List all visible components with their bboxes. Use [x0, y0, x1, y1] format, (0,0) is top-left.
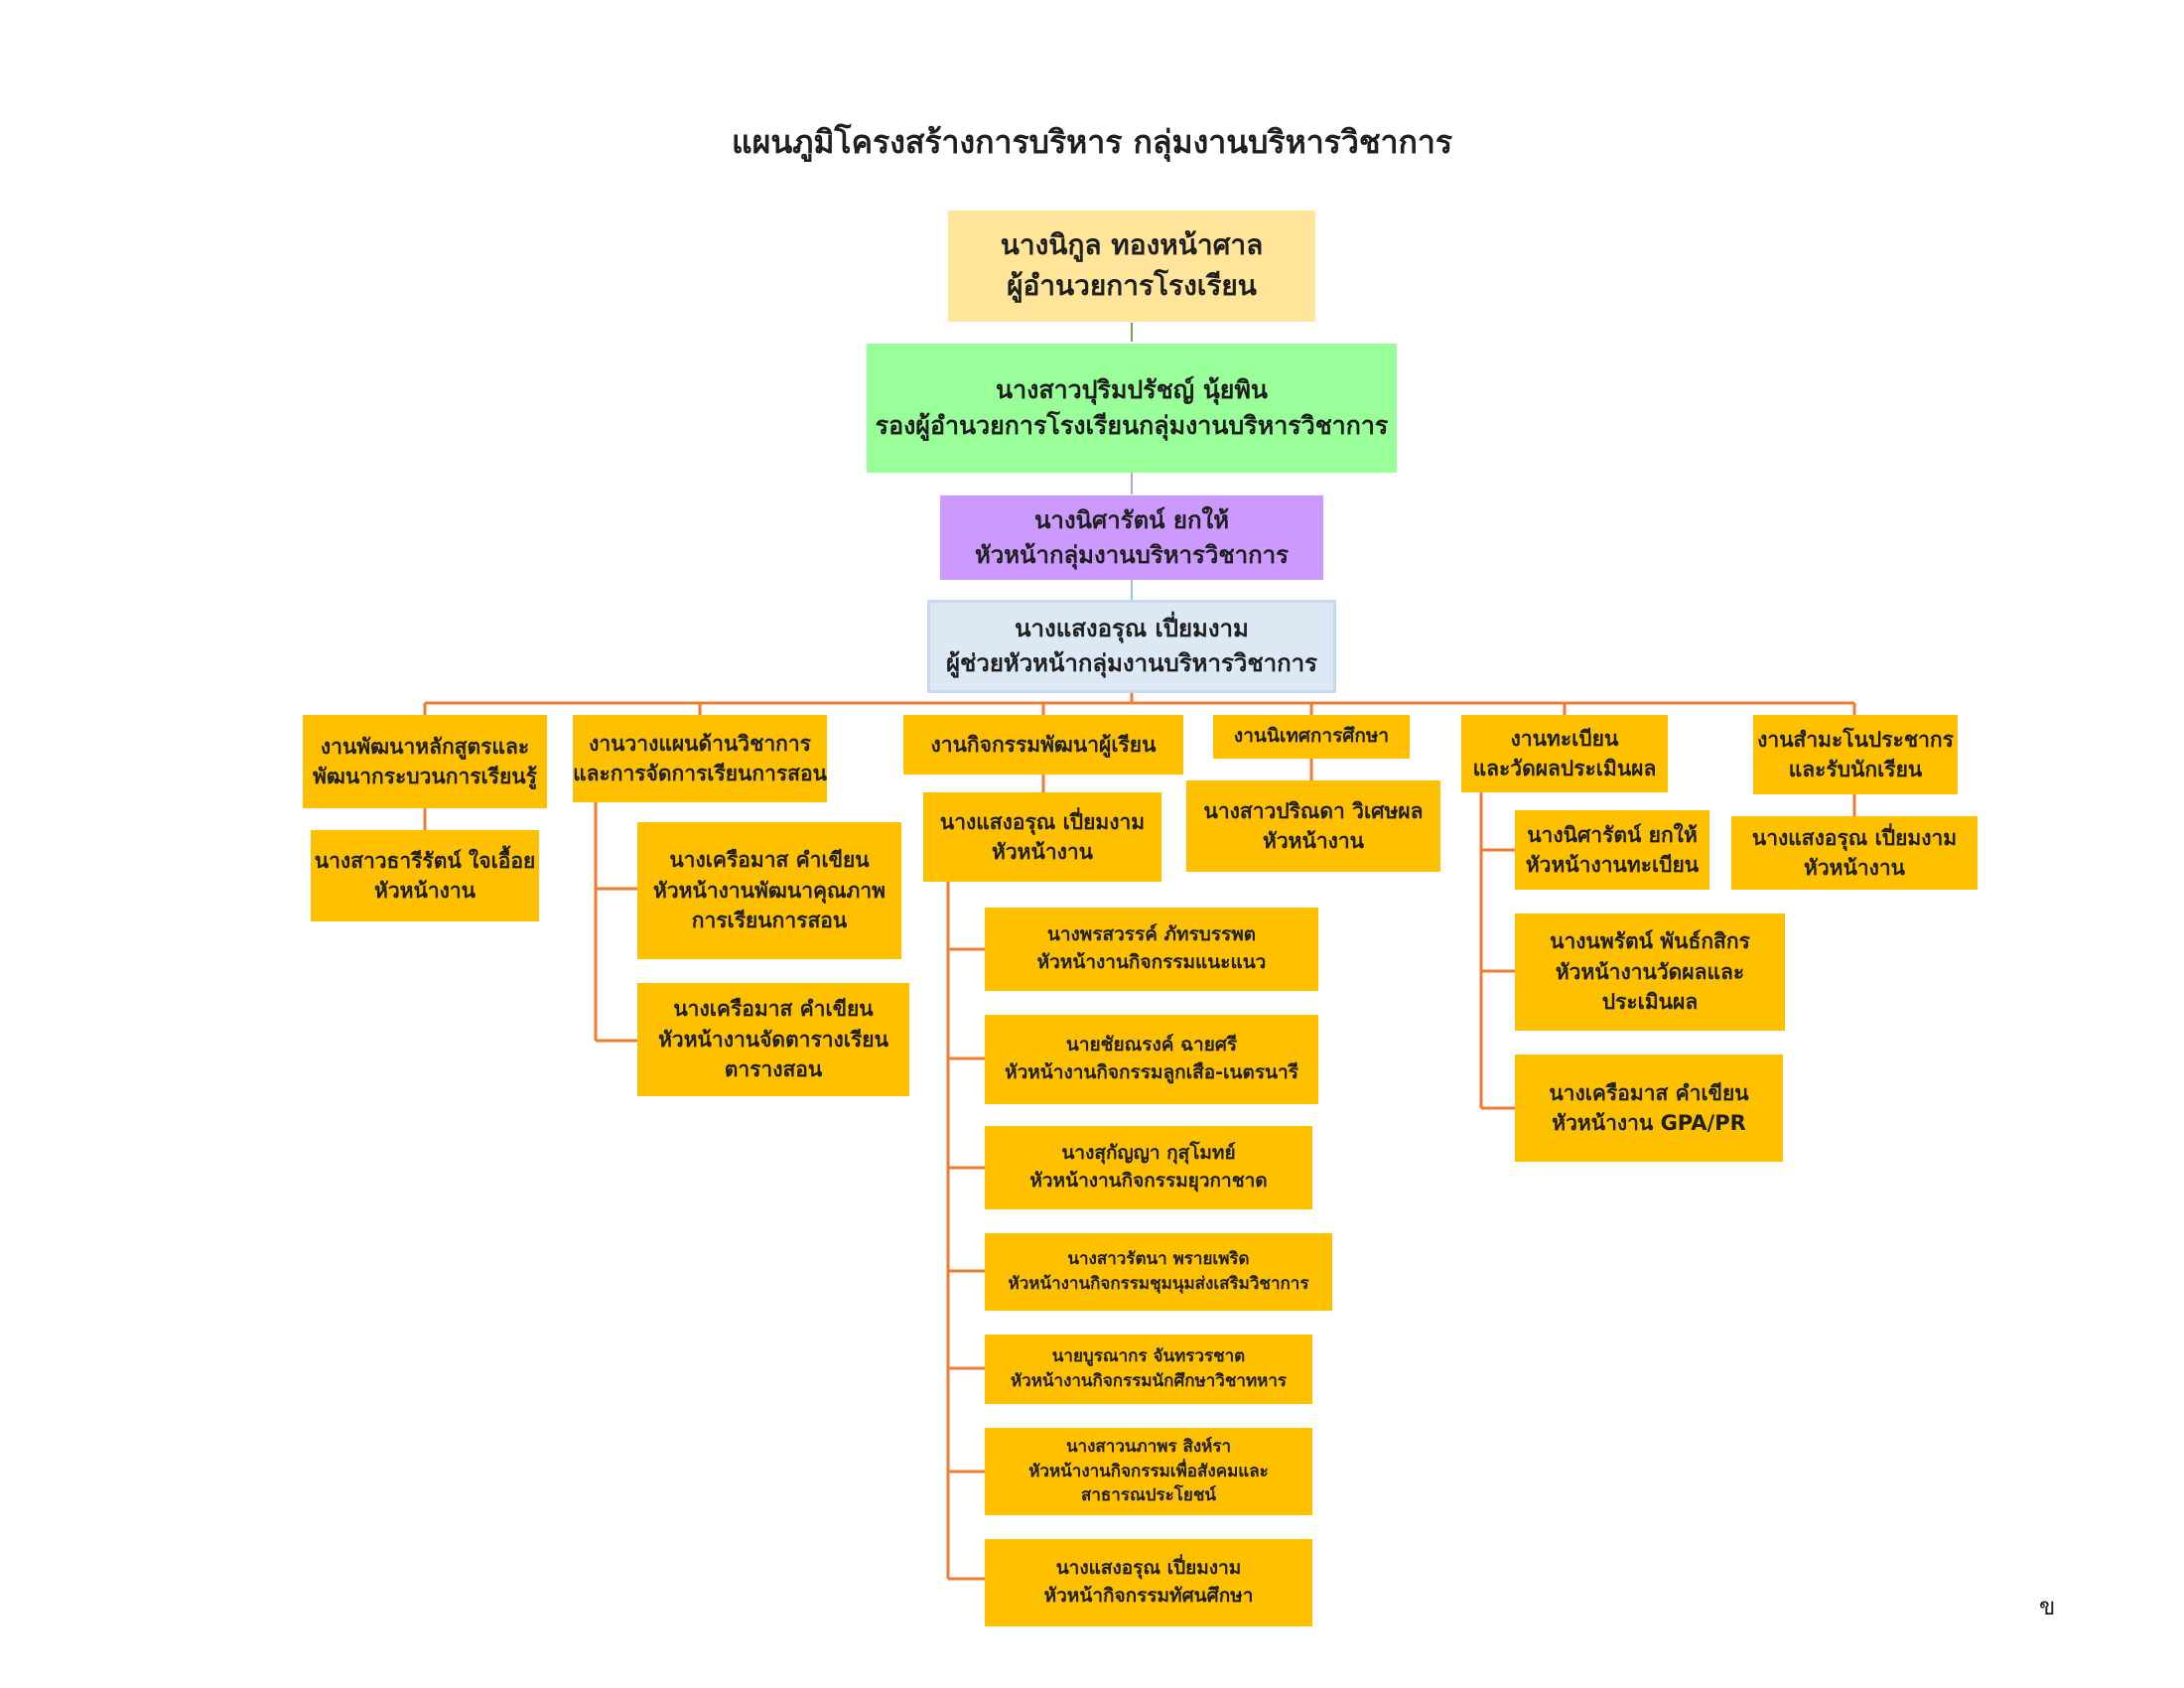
person-name: นางสุกัญญา กุสุโมทย์: [1061, 1142, 1236, 1165]
unit-head-box: นางแสงอรุณ เปี่ยมงาม หัวหน้ากิจกรรมทัศนศ…: [985, 1539, 1312, 1626]
person-role: หัวหน้างานกิจกรรมลูกเสือ-เนตรนารี: [1005, 1061, 1298, 1083]
director-name: นางนิกูล ทองหน้าศาล: [1000, 228, 1264, 262]
person-name: นางสาวธารีรัตน์ ใจเอื้อย: [314, 848, 536, 873]
person-name: นางสาวปริณดา วิเศษผล: [1203, 798, 1424, 823]
department-box: งานนิเทศการศึกษา: [1213, 715, 1410, 759]
unit-head-box: นายบูรณากร จันทรวรชาต หัวหน้างานกิจกรรมน…: [985, 1335, 1312, 1404]
person-role: หัวหน้างานวัดผลและ: [1555, 959, 1745, 984]
department-label: งานกิจกรรมพัฒนาผู้เรียน: [930, 732, 1157, 757]
person-role: หัวหน้างานกิจกรรมนักศึกษาวิชาทหาร: [1010, 1371, 1288, 1391]
chart-title: แผนภูมิโครงสร้างการบริหาร กลุ่มงานบริหาร…: [731, 123, 1453, 161]
assistant-name: นางแสงอรุณ เปี่ยมงาม: [1015, 615, 1249, 643]
person-role: หัวหน้างาน: [1262, 829, 1365, 853]
person-role: หัวหน้างาน: [373, 879, 477, 903]
unit-head-box: นายชัยณรงค์ ฉายศรี หัวหน้างานกิจกรรมลูกเ…: [985, 1015, 1318, 1104]
person-role: หัวหน้างานพัฒนาคุณภาพ: [653, 878, 886, 903]
department-box: งานกิจกรรมพัฒนาผู้เรียน: [903, 715, 1183, 774]
unit-head-box: นางเครือมาส คำเขียน หัวหน้างานจัดตารางเร…: [637, 983, 909, 1096]
page-letter: ข: [2039, 1593, 2056, 1620]
unit-head-box: นางนพรัตน์ พันธ์กสิกร หัวหน้างานวัดผลและ…: [1515, 914, 1785, 1031]
unit-head-box: นางเครือมาส คำเขียน หัวหน้างานพัฒนาคุณภา…: [637, 822, 901, 959]
unit-head-box: นางแสงอรุณ เปี่ยมงาม หัวหน้างาน: [1731, 816, 1978, 890]
department-label: งานสำมะโนประชากร: [1757, 727, 1954, 752]
person-name: นางสาวนภาพร สิงห์รา: [1065, 1437, 1232, 1458]
person-name: นางแสงอรุณ เปี่ยมงาม: [1751, 825, 1958, 850]
person-role: หัวหน้างานจัดตารางเรียน: [658, 1027, 888, 1052]
department-label: งานทะเบียน: [1510, 726, 1619, 751]
unit-head-box: นางสาวรัตนา พรายเพริด หัวหน้างานกิจกรรมช…: [985, 1233, 1332, 1311]
person-role: หัวหน้างาน GPA/PR: [1552, 1111, 1746, 1135]
unit-head-box: นางพรสวรรค์ ภัทรบรรพต หัวหน้างานกิจกรรมแ…: [985, 908, 1318, 991]
person-name: นางแสงอรุณ เปี่ยมงาม: [939, 809, 1146, 834]
person-name: นางเครือมาส คำเขียน: [669, 848, 870, 873]
deputy-role: รองผู้อำนวยการโรงเรียนกลุ่มงานบริหารวิชา…: [875, 411, 1389, 440]
department-label: งานพัฒนาหลักสูตรและ: [320, 734, 530, 759]
person-role: ตารางสอน: [724, 1057, 823, 1082]
person-role: หัวหน้างานกิจกรรมชุมนุมส่งเสริมวิชาการ: [1008, 1274, 1309, 1294]
person-name: นายชัยณรงค์ ฉายศรี: [1065, 1034, 1238, 1056]
unit-head-box: นางเครือมาส คำเขียน หัวหน้างาน GPA/PR: [1515, 1055, 1783, 1162]
person-name: นางเครือมาส คำเขียน: [673, 997, 874, 1022]
department-box: งานวางแผนด้านวิชาการ และการจัดการเรียนกา…: [573, 715, 827, 802]
department-label: และวัดผลประเมินผล: [1472, 757, 1657, 780]
director-box: นางนิกูล ทองหน้าศาล ผู้อำนวยการโรงเรียน: [948, 211, 1315, 322]
unit-head-box: นางสาวปริณดา วิเศษผล หัวหน้างาน: [1186, 780, 1440, 872]
group-head-box: นางนิศารัตน์ ยกให้ หัวหน้ากลุ่มงานบริหาร…: [940, 495, 1323, 580]
group-head-name: นางนิศารัตน์ ยกให้: [1033, 505, 1230, 534]
person-role: หัวหน้างาน: [1803, 856, 1906, 880]
department-label: งานนิเทศการศึกษา: [1233, 725, 1390, 748]
person-name: นางสาวรัตนา พรายเพริด: [1067, 1249, 1250, 1270]
unit-head-box: นางนิศารัตน์ ยกให้ หัวหน้างานทะเบียน: [1515, 810, 1709, 890]
unit-head-box: นางสาวธารีรัตน์ ใจเอื้อย หัวหน้างาน: [311, 830, 539, 921]
person-name: นางนิศารัตน์ ยกให้: [1527, 822, 1698, 847]
person-role: การเรียนการสอน: [691, 909, 848, 933]
department-box: งานสำมะโนประชากร และรับนักเรียน: [1753, 715, 1958, 794]
person-role: หัวหน้างาน: [991, 840, 1094, 864]
unit-head-box: นางสุกัญญา กุสุโมทย์ หัวหน้างานกิจกรรมยุ…: [985, 1126, 1312, 1209]
assistant-box: นางแสงอรุณ เปี่ยมงาม ผู้ช่วยหัวหน้ากลุ่ม…: [927, 600, 1336, 693]
person-role: สาธารณประโยชน์: [1080, 1485, 1217, 1506]
person-name: นางนพรัตน์ พันธ์กสิกร: [1550, 929, 1750, 954]
deputy-box: นางสาวปุริมปรัชญ์ นุ้ยพิน รองผู้อำนวยการ…: [867, 344, 1397, 473]
director-role: ผู้อำนวยการโรงเรียน: [1007, 269, 1257, 302]
person-role: หัวหน้างานกิจกรรมแนะแนว: [1036, 951, 1267, 973]
person-name: นางพรสวรรค์ ภัทรบรรพต: [1046, 923, 1257, 946]
department-label: งานวางแผนด้านวิชาการ: [589, 731, 811, 756]
department-label: พัฒนากระบวนการเรียนรู้: [313, 765, 537, 788]
unit-head-box: นางแสงอรุณ เปี่ยมงาม หัวหน้างาน: [923, 792, 1161, 882]
person-name: นายบูรณากร จันทรวรชาต: [1051, 1346, 1246, 1367]
assistant-role: ผู้ช่วยหัวหน้ากลุ่มงานบริหารวิชาการ: [945, 649, 1317, 677]
unit-head-box: นางสาวนภาพร สิงห์รา หัวหน้างานกิจกรรมเพื…: [985, 1428, 1312, 1515]
department-box: งานทะเบียน และวัดผลประเมินผล: [1461, 715, 1668, 792]
person-role: หัวหน้ากิจกรรมทัศนศึกษา: [1043, 1585, 1254, 1607]
deputy-name: นางสาวปุริมปรัชญ์ นุ้ยพิน: [995, 374, 1269, 404]
person-role: หัวหน้างานทะเบียน: [1525, 853, 1700, 877]
person-name: นางเครือมาส คำเขียน: [1549, 1080, 1749, 1105]
group-head-role: หัวหน้ากลุ่มงานบริหารวิชาการ: [974, 540, 1290, 569]
department-label: และการจัดการเรียนการสอน: [573, 762, 827, 785]
department-box: งานพัฒนาหลักสูตรและ พัฒนากระบวนการเรียนร…: [303, 715, 547, 808]
person-role: ประเมินผล: [1601, 990, 1699, 1015]
person-name: นางแสงอรุณ เปี่ยมงาม: [1055, 1557, 1242, 1580]
person-role: หัวหน้างานกิจกรรมยุวกาชาด: [1029, 1170, 1268, 1192]
department-label: และรับนักเรียน: [1788, 758, 1923, 781]
person-role: หัวหน้างานกิจกรรมเพื่อสังคมและ: [1028, 1461, 1269, 1481]
